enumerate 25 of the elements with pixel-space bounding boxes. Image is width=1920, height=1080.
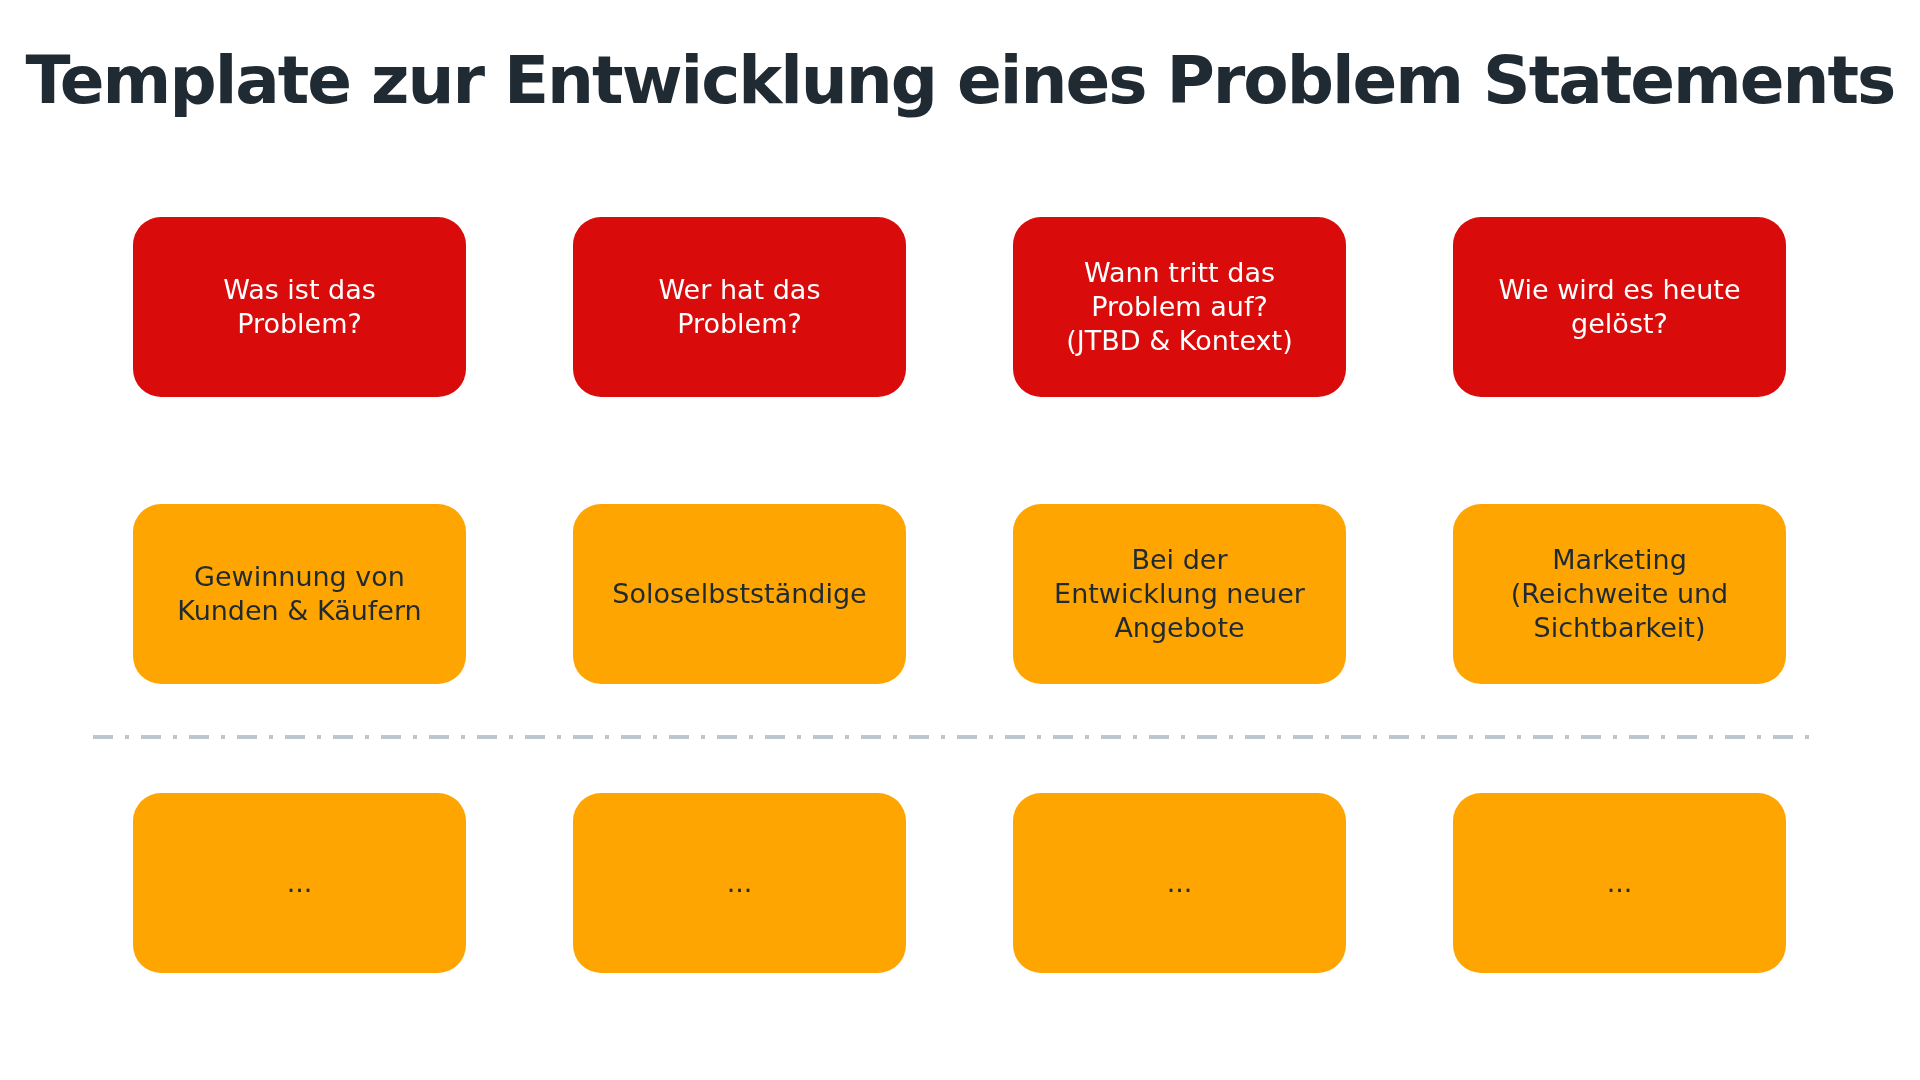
box-text: ... <box>1606 866 1633 900</box>
box-text: Gewinnung von Kunden & Käufern <box>176 560 423 628</box>
answer-box <box>133 793 466 973</box>
box-text: ... <box>286 866 313 900</box>
answer-box <box>1453 793 1786 973</box>
question-box <box>1013 217 1346 397</box>
box-text: Marketing (Reichweite und Sichtbarkeit) <box>1509 543 1730 645</box>
box-text: ... <box>1166 866 1193 900</box>
box-text: Wer hat das Problem? <box>657 273 822 341</box>
box-text: ... <box>726 866 753 900</box>
box-text: Wann tritt das Problem auf? (JTBD & Kontext) <box>1065 256 1294 358</box>
question-box <box>573 217 906 397</box>
answer-box <box>1013 504 1346 684</box>
box-text: Wie wird es heute gelöst? <box>1497 273 1742 341</box>
answer-box <box>573 793 906 973</box>
answer-box <box>1013 793 1346 973</box>
box-text: Bei der Entwicklung neuer Angebote <box>1053 543 1306 645</box>
answer-box <box>1453 504 1786 684</box>
answer-box <box>133 504 466 684</box>
question-box <box>1453 217 1786 397</box>
box-text: Was ist das Problem? <box>222 273 377 341</box>
box-text: Soloselbstständige <box>612 577 867 611</box>
title: Template zur Entwicklung eines Problem Statements <box>24 42 1896 119</box>
answer-box <box>573 504 906 684</box>
question-box <box>133 217 466 397</box>
